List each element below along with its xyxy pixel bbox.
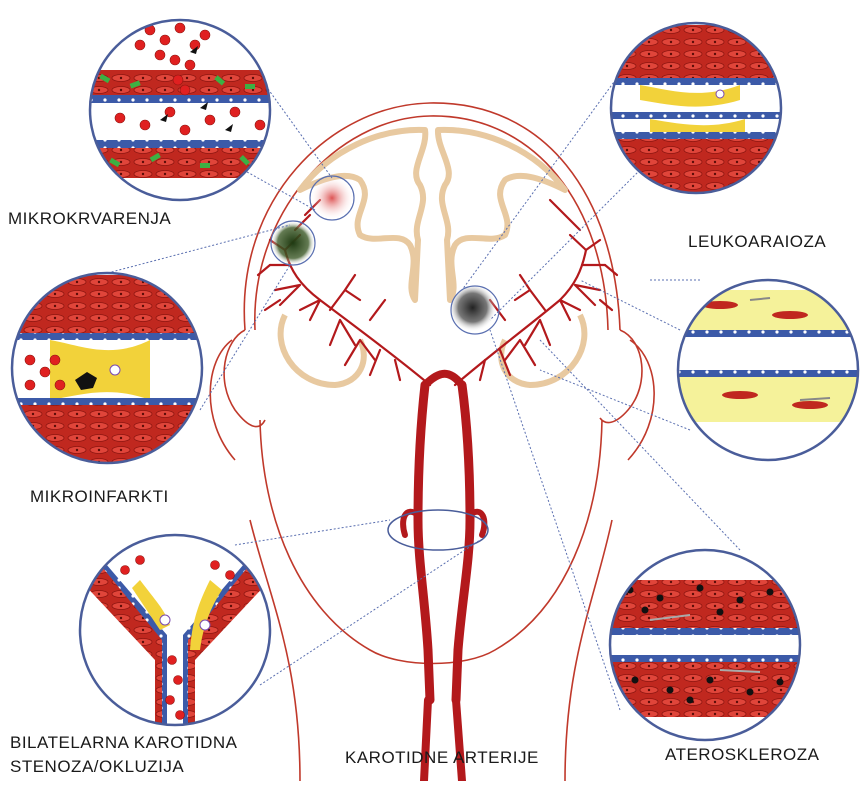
carotid-stenosis-circle [80, 535, 270, 730]
brain-outline [281, 130, 585, 385]
label-bilateral-stenosis-line1: BILATELARNA KAROTIDNA [10, 733, 237, 753]
microinfarct-lesion [271, 221, 315, 265]
microinfarcts-circle [10, 273, 210, 465]
leukoaraiosis-lesion [451, 286, 499, 334]
label-microinfarcts: MIKROINFARKTI [30, 487, 169, 507]
label-bilateral-stenosis-line2: STENOZA/OKLUZIJA [10, 757, 184, 777]
atherosclerosis-circle [605, 550, 805, 740]
microbleed-lesion [310, 176, 354, 220]
leukoaraiosis-circle [605, 23, 790, 199]
label-leukoaraiosis: LEUKOARAIOZA [688, 232, 826, 252]
label-carotid-arteries: KAROTIDNE ARTERIJE [345, 748, 539, 768]
label-atherosclerosis: ATEROSKLEROZA [665, 745, 820, 765]
carotid-arteries [403, 374, 484, 781]
microbleeds-circle [85, 20, 285, 200]
label-microbleeds: MIKROKRVARENJA [8, 209, 171, 229]
vessel-degeneration-circle [675, 280, 861, 460]
